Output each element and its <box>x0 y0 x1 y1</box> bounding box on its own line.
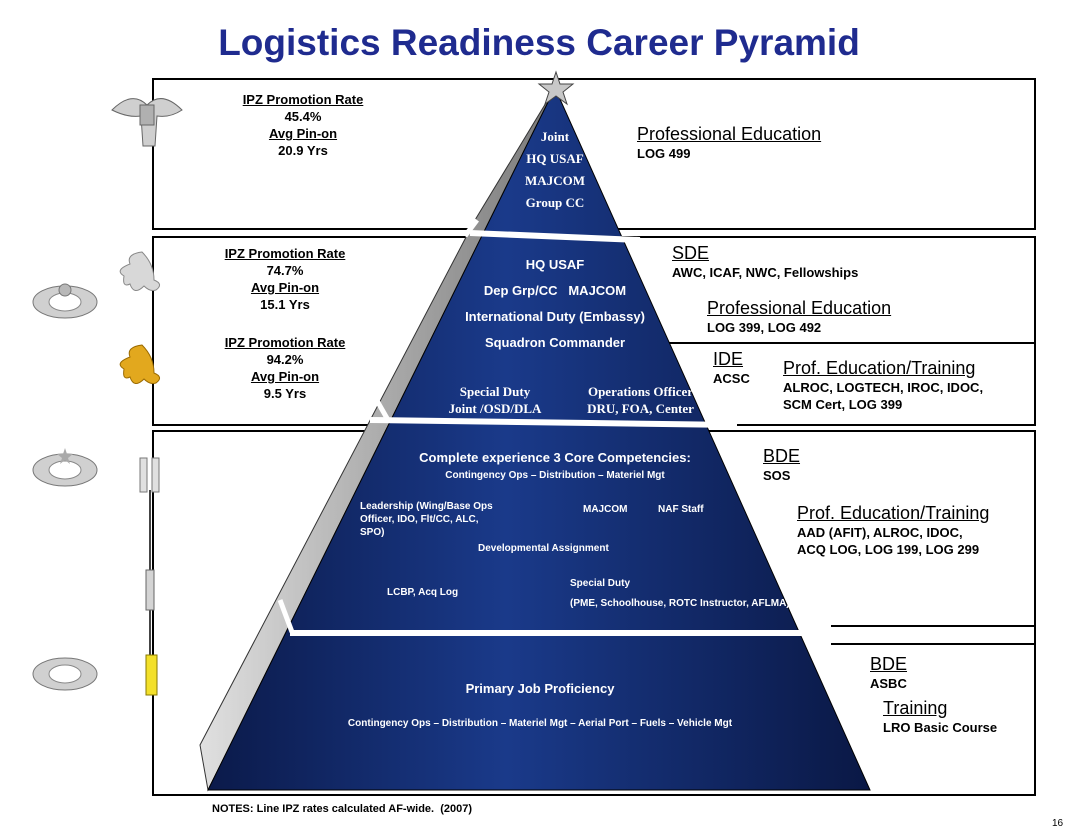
edu-bde-2: BDE ASBC <box>870 654 907 692</box>
tier2-item: Dep Grp/CC MAJCOM <box>483 283 627 298</box>
tier2-item: Joint /OSD/DLA <box>448 401 542 416</box>
tier-divider <box>369 417 738 428</box>
edu-ide: IDE ACSC <box>713 349 750 387</box>
pin-label: Avg Pin-on <box>268 126 338 141</box>
edu-text: ALROC, LOGTECH, IROC, IDOC, <box>783 380 984 395</box>
lieutenant-bar-icon <box>145 569 155 611</box>
edu-text: AWC, ICAF, NWC, Fellowships <box>672 265 859 280</box>
edu-text: SOS <box>763 468 791 483</box>
basic-badge-icon <box>32 657 98 691</box>
tier1-item: MAJCOM <box>525 173 585 188</box>
edu-heading: IDE <box>713 349 744 369</box>
edu-text: LRO Basic Course <box>883 720 998 735</box>
major-stats: IPZ Promotion Rate 94.2% Avg Pin-on 9.5 … <box>190 334 380 402</box>
tier-divider <box>469 230 641 243</box>
pin-value: 9.5 Yrs <box>263 386 307 401</box>
pin-value: 15.1 Yrs <box>260 297 310 312</box>
captain-bars-icon <box>139 457 160 493</box>
tier2-item: International Duty (Embassy) <box>465 309 645 324</box>
pin-label: Avg Pin-on <box>250 280 320 295</box>
edu-heading: Prof. Education/Training <box>797 503 990 523</box>
edu-text: LOG 399, LOG 492 <box>707 320 822 335</box>
tier2-item: Squadron Commander <box>484 335 626 350</box>
tier2-item: Special Duty <box>459 384 531 399</box>
edu-text: ASBC <box>870 676 907 691</box>
second-lt-bar-icon <box>145 654 158 696</box>
edu-heading: BDE <box>763 446 801 466</box>
tier1-item: HQ USAF <box>526 151 584 166</box>
divider <box>637 342 1034 344</box>
tier3-leadership: Leadership (Wing/Base Ops Officer, IDO, … <box>360 501 493 538</box>
ipz-label: IPZ Promotion Rate <box>224 246 346 261</box>
side-divider <box>369 390 391 422</box>
ipz-rate: 94.2% <box>266 352 304 367</box>
side-divider <box>463 218 479 238</box>
ipz-rate: 45.4% <box>284 109 322 124</box>
ipz-rate: 74.7% <box>266 263 304 278</box>
edu-heading: Professional Education <box>707 298 892 318</box>
edu-bde-1: BDE SOS <box>763 446 800 484</box>
page-number: 16 <box>1052 818 1064 829</box>
tier1-item: Group CC <box>525 195 585 210</box>
tier3-special-duty-sub: (PME, Schoolhouse, ROTC Instructor, AFLM… <box>570 598 790 609</box>
tier4-heading: Primary Job Proficiency <box>465 681 615 696</box>
tier3-naf: NAF Staff <box>658 504 704 515</box>
edu-prof-training-1: Prof. Education/Training ALROC, LOGTECH,… <box>783 358 983 413</box>
tier3-majcom: MAJCOM <box>583 504 628 515</box>
pin-label: Avg Pin-on <box>250 369 320 384</box>
ipz-label: IPZ Promotion Rate <box>224 335 346 350</box>
tier3-special-duty: Special Duty <box>570 578 631 589</box>
edu-heading: Training <box>883 698 948 718</box>
tier3-dev: Developmental Assignment <box>478 543 609 554</box>
master-badge-icon <box>32 448 98 487</box>
edu-prof-training-2: Prof. Education/Training AAD (AFIT), ALR… <box>797 503 989 558</box>
tier2-item: HQ USAF <box>525 257 585 272</box>
tier2-item: Operations Officer <box>587 384 694 399</box>
edu-professional-2: Professional Education LOG 399, LOG 492 <box>707 298 891 336</box>
edu-text: AAD (AFIT), ALROC, IDOC, <box>797 525 963 540</box>
ltcol-stats: IPZ Promotion Rate 74.7% Avg Pin-on 15.1… <box>190 245 380 313</box>
divider <box>831 625 1034 627</box>
tier2-ops-officer: Operations Officer DRU, FOA, Center <box>568 383 713 417</box>
tier3-lcbp: LCBP, Acq Log <box>387 587 459 598</box>
edu-training: Training LRO Basic Course <box>883 698 997 736</box>
edu-heading: Professional Education <box>637 124 822 144</box>
ipz-label: IPZ Promotion Rate <box>242 92 364 107</box>
edu-text: SCM Cert, LOG 399 <box>783 397 903 412</box>
edu-text: LOG 499 <box>637 146 691 161</box>
edu-sde: SDE AWC, ICAF, NWC, Fellowships <box>672 243 858 281</box>
tier2-special-duty: Special Duty Joint /OSD/DLA <box>435 383 555 417</box>
pyramid-tier-2: HQ USAF Dep Grp/CC MAJCOM International … <box>440 252 670 356</box>
edu-heading: SDE <box>672 243 710 263</box>
tier4-sub: Contingency Ops – Distribution – Materie… <box>347 718 733 729</box>
tier3-sub: Contingency Ops – Distribution – Materie… <box>445 470 665 481</box>
slide-title: Logistics Readiness Career Pyramid <box>218 22 860 63</box>
tier3-heading: Complete experience 3 Core Competencies: <box>419 450 691 465</box>
divider <box>831 643 1034 645</box>
tier2-item: DRU, FOA, Center <box>587 401 694 416</box>
eagle-insignia-icon <box>111 98 183 147</box>
tier1-item: Joint <box>540 129 570 144</box>
oak-leaf-icon <box>119 251 160 291</box>
senior-badge-icon <box>32 283 98 319</box>
edu-heading: Prof. Education/Training <box>783 358 976 378</box>
pyramid-tier-1: Joint HQ USAF MAJCOM Group CC <box>505 126 605 214</box>
pin-value: 20.9 Yrs <box>278 143 328 158</box>
pyramid-front-face <box>207 86 871 791</box>
star-icon <box>537 70 575 106</box>
gold-oak-leaf-icon <box>119 344 160 384</box>
edu-text: ACSC <box>713 371 750 386</box>
colonel-stats: IPZ Promotion Rate 45.4% Avg Pin-on 20.9… <box>218 91 388 159</box>
notes: NOTES: Line IPZ rates calculated AF-wide… <box>212 803 472 815</box>
edu-professional-1: Professional Education LOG 499 <box>637 124 821 162</box>
side-divider <box>277 599 295 633</box>
edu-text: ACQ LOG, LOG 199, LOG 299 <box>797 542 980 557</box>
edu-heading: BDE <box>870 654 908 674</box>
